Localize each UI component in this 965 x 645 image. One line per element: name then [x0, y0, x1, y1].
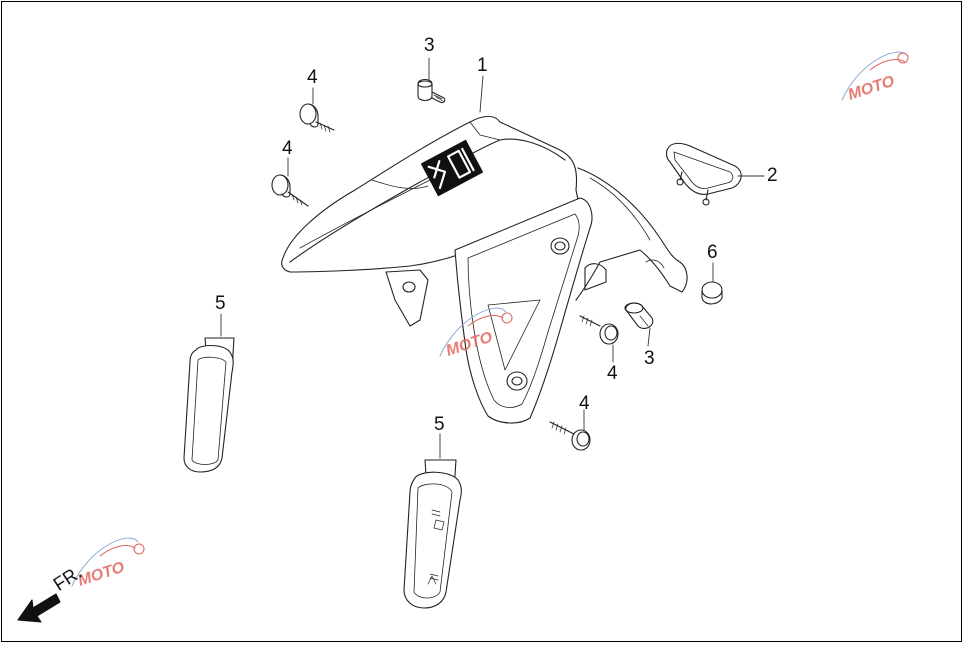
- callout-4-right: 4: [607, 363, 618, 384]
- front-fender: [281, 115, 688, 424]
- screw-4-bottom: [549, 421, 591, 451]
- screw-4-top-left: [299, 103, 335, 133]
- watermark-logo-top: [841, 51, 909, 101]
- callout-3-right: 3: [644, 348, 655, 369]
- reflector-5-bottom: [403, 459, 462, 609]
- reflector-bracket: [665, 142, 742, 206]
- callout-1: 1: [477, 55, 488, 76]
- screw-4-right: [579, 315, 619, 345]
- screw-4-mid-left: [271, 174, 309, 207]
- callout-2: 2: [767, 165, 778, 186]
- callout-4-mid-left: 4: [282, 138, 293, 159]
- bolt-3-top: [417, 78, 446, 104]
- bolt-3-right: [624, 302, 654, 329]
- watermark-text-bottom: MOTO: [76, 559, 127, 590]
- callout-4-top-left: 4: [307, 67, 318, 88]
- plug-6: [701, 281, 723, 305]
- watermark-logo-middle: [439, 307, 513, 357]
- watermark-logo-bottom: [71, 537, 145, 587]
- front-direction-arrow: [17, 593, 61, 623]
- watermark-text-top: MOTO: [846, 73, 897, 104]
- callout-5-bottom: 5: [434, 414, 445, 435]
- callout-3-top: 3: [424, 35, 435, 56]
- callout-5-left: 5: [215, 293, 226, 314]
- reflector-5-left: [183, 337, 235, 473]
- callout-6: 6: [707, 242, 718, 263]
- callout-4-bottom: 4: [579, 393, 590, 414]
